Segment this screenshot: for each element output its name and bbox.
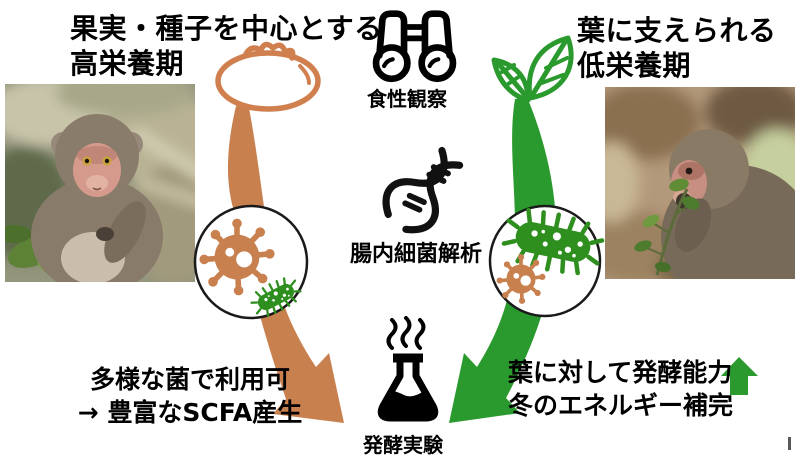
header-left-line1: 果実・種子を中心とする [70,12,383,45]
result-right: 葉に対して発酵能力 冬のエネルギー補完 [508,356,733,422]
header-left: 果実・種子を中心とする 高栄養期 [70,11,383,81]
small-green-bacterium-icon [246,272,306,322]
diet-observation-label: 食性観察 [367,87,447,111]
orange-microbe-icon [199,219,274,296]
header-right-line1: 葉に支えられる [577,14,777,47]
twig-with-leaves [634,178,700,276]
japanese-macaque-eating-leaves-photo [605,87,795,279]
result-left-line2: → 豊富なSCFA産生 [77,398,303,427]
gut-bacteria-analysis-label: 腸内細菌解析 [349,242,483,267]
right-microbe-circle [488,204,602,318]
header-left-line2: 高栄養期 [70,47,185,80]
left-photo-illustration [5,84,195,282]
japanese-macaque-sitting-photo [5,84,195,282]
monkey-figure [31,114,163,282]
green-bacterium-icon [501,205,606,279]
green-bacterium-with-small-orange-microbe [494,205,606,306]
result-right-line1: 葉に対して発酵能力 [508,358,733,387]
fermentation-experiment-label: 発酵実験 [363,433,443,457]
leaves-icon [491,35,574,103]
result-right-line2: 冬のエネルギー補完 [508,391,734,420]
dna-icon [382,146,464,234]
monkey-figure [661,129,795,279]
cursor-artifact [788,437,791,450]
binoculars-icon [372,10,457,83]
result-left: 多様な菌で利用可 → 豊富なSCFA産生 [30,363,350,429]
right-photo-illustration [605,87,795,279]
steam-icon [386,316,426,350]
orange-microbe-with-small-green-bacterium [199,219,306,322]
flask-icon [377,316,439,422]
header-right: 葉に支えられる 低栄養期 [577,13,777,83]
header-right-line2: 低栄養期 [577,49,692,82]
result-left-line1: 多様な菌で利用可 [89,365,290,394]
left-microbe-circle [193,204,309,320]
small-orange-microbe-icon [494,252,548,306]
